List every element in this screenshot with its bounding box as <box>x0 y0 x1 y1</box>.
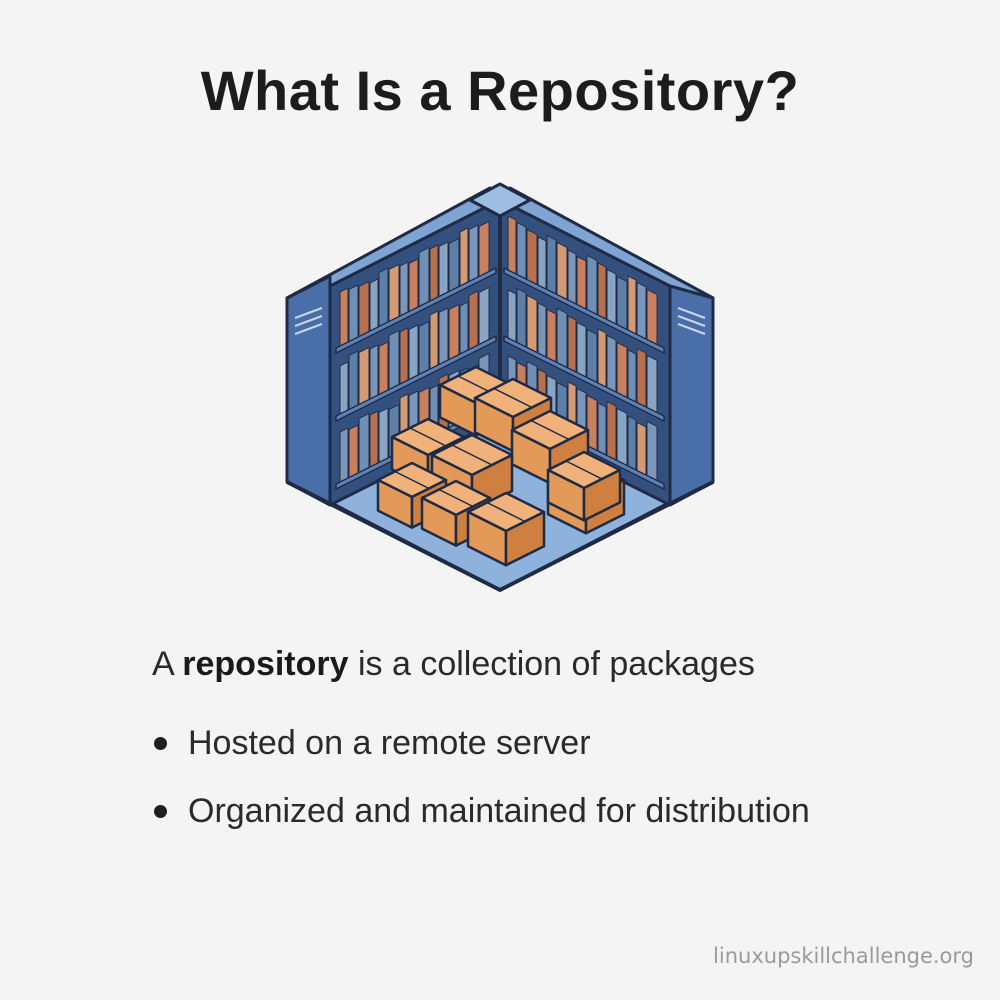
package-boxes <box>376 365 626 567</box>
book <box>576 321 587 378</box>
book <box>616 407 628 467</box>
book <box>339 287 349 347</box>
book <box>606 400 617 461</box>
bullet-item: Hosted on a remote server <box>152 724 591 763</box>
package-box <box>466 491 546 567</box>
book <box>388 263 400 323</box>
book <box>636 281 647 340</box>
book <box>418 320 430 376</box>
book <box>556 307 568 369</box>
book <box>369 344 379 400</box>
shelf-board <box>335 267 497 354</box>
book <box>348 350 359 411</box>
book <box>526 228 538 286</box>
book <box>556 241 568 301</box>
package-box <box>473 377 553 453</box>
book <box>597 262 607 320</box>
book <box>606 268 617 325</box>
bullet-dot-icon <box>154 805 167 818</box>
book <box>636 421 647 476</box>
book <box>627 415 637 471</box>
bullet-dot-icon <box>154 737 167 750</box>
book <box>388 329 400 391</box>
book <box>378 341 389 396</box>
book <box>369 278 379 332</box>
book <box>358 346 370 406</box>
right-pillar <box>668 274 715 507</box>
package-box <box>546 450 622 522</box>
book <box>627 275 637 335</box>
book <box>478 286 490 346</box>
book <box>606 334 617 393</box>
book <box>616 275 628 331</box>
book <box>478 220 490 278</box>
book <box>358 280 370 338</box>
book <box>507 215 517 275</box>
book <box>507 289 517 343</box>
book <box>459 301 469 355</box>
book <box>369 410 379 468</box>
book <box>399 261 409 317</box>
book <box>339 361 349 415</box>
book <box>418 246 430 308</box>
book <box>358 412 370 474</box>
book <box>516 221 527 280</box>
book <box>597 402 607 456</box>
book <box>546 308 557 363</box>
book <box>646 420 658 482</box>
book <box>546 234 557 295</box>
pillar-vents <box>294 307 706 335</box>
book <box>516 287 527 348</box>
shelf-board <box>335 335 497 422</box>
book <box>576 255 587 310</box>
book <box>408 324 419 381</box>
book <box>438 307 449 366</box>
book <box>646 288 658 346</box>
shelf-board <box>503 267 665 354</box>
repository-definition: A repository is a collection of packages <box>152 645 755 684</box>
book <box>339 427 349 483</box>
bullet-item: Organized and maintained for distributio… <box>152 792 810 831</box>
lead-prefix: A <box>152 645 173 683</box>
book <box>567 249 577 305</box>
page-title: What Is a Repository? <box>200 59 800 122</box>
lead-bold-term: repository <box>182 645 349 683</box>
book <box>408 258 419 313</box>
shelf-board <box>503 335 665 422</box>
left-pillar <box>285 274 332 507</box>
book <box>468 290 479 351</box>
lead-suffix: is a collection of packages <box>357 645 755 683</box>
book <box>399 327 409 385</box>
book <box>448 303 460 361</box>
book <box>526 294 538 354</box>
top-corner <box>468 182 532 218</box>
book <box>429 310 439 370</box>
bullet-text: Organized and maintained for distributio… <box>188 792 810 830</box>
top-rim-left <box>285 186 502 300</box>
book <box>448 237 460 293</box>
book <box>438 241 449 298</box>
book <box>636 347 647 408</box>
book <box>348 424 359 479</box>
book <box>567 315 577 373</box>
bullet-text: Hosted on a remote server <box>188 724 591 762</box>
book <box>597 328 607 388</box>
book <box>646 354 658 414</box>
book <box>627 349 637 403</box>
book <box>468 224 479 283</box>
book <box>429 244 439 302</box>
book <box>378 407 389 464</box>
book <box>586 328 598 384</box>
book <box>459 227 469 287</box>
footer-website: linuxupskillchallenge.org <box>713 944 974 968</box>
book <box>378 267 389 328</box>
book <box>348 284 359 343</box>
book <box>586 254 598 316</box>
book <box>537 302 547 358</box>
book <box>537 236 547 290</box>
book <box>616 341 628 399</box>
